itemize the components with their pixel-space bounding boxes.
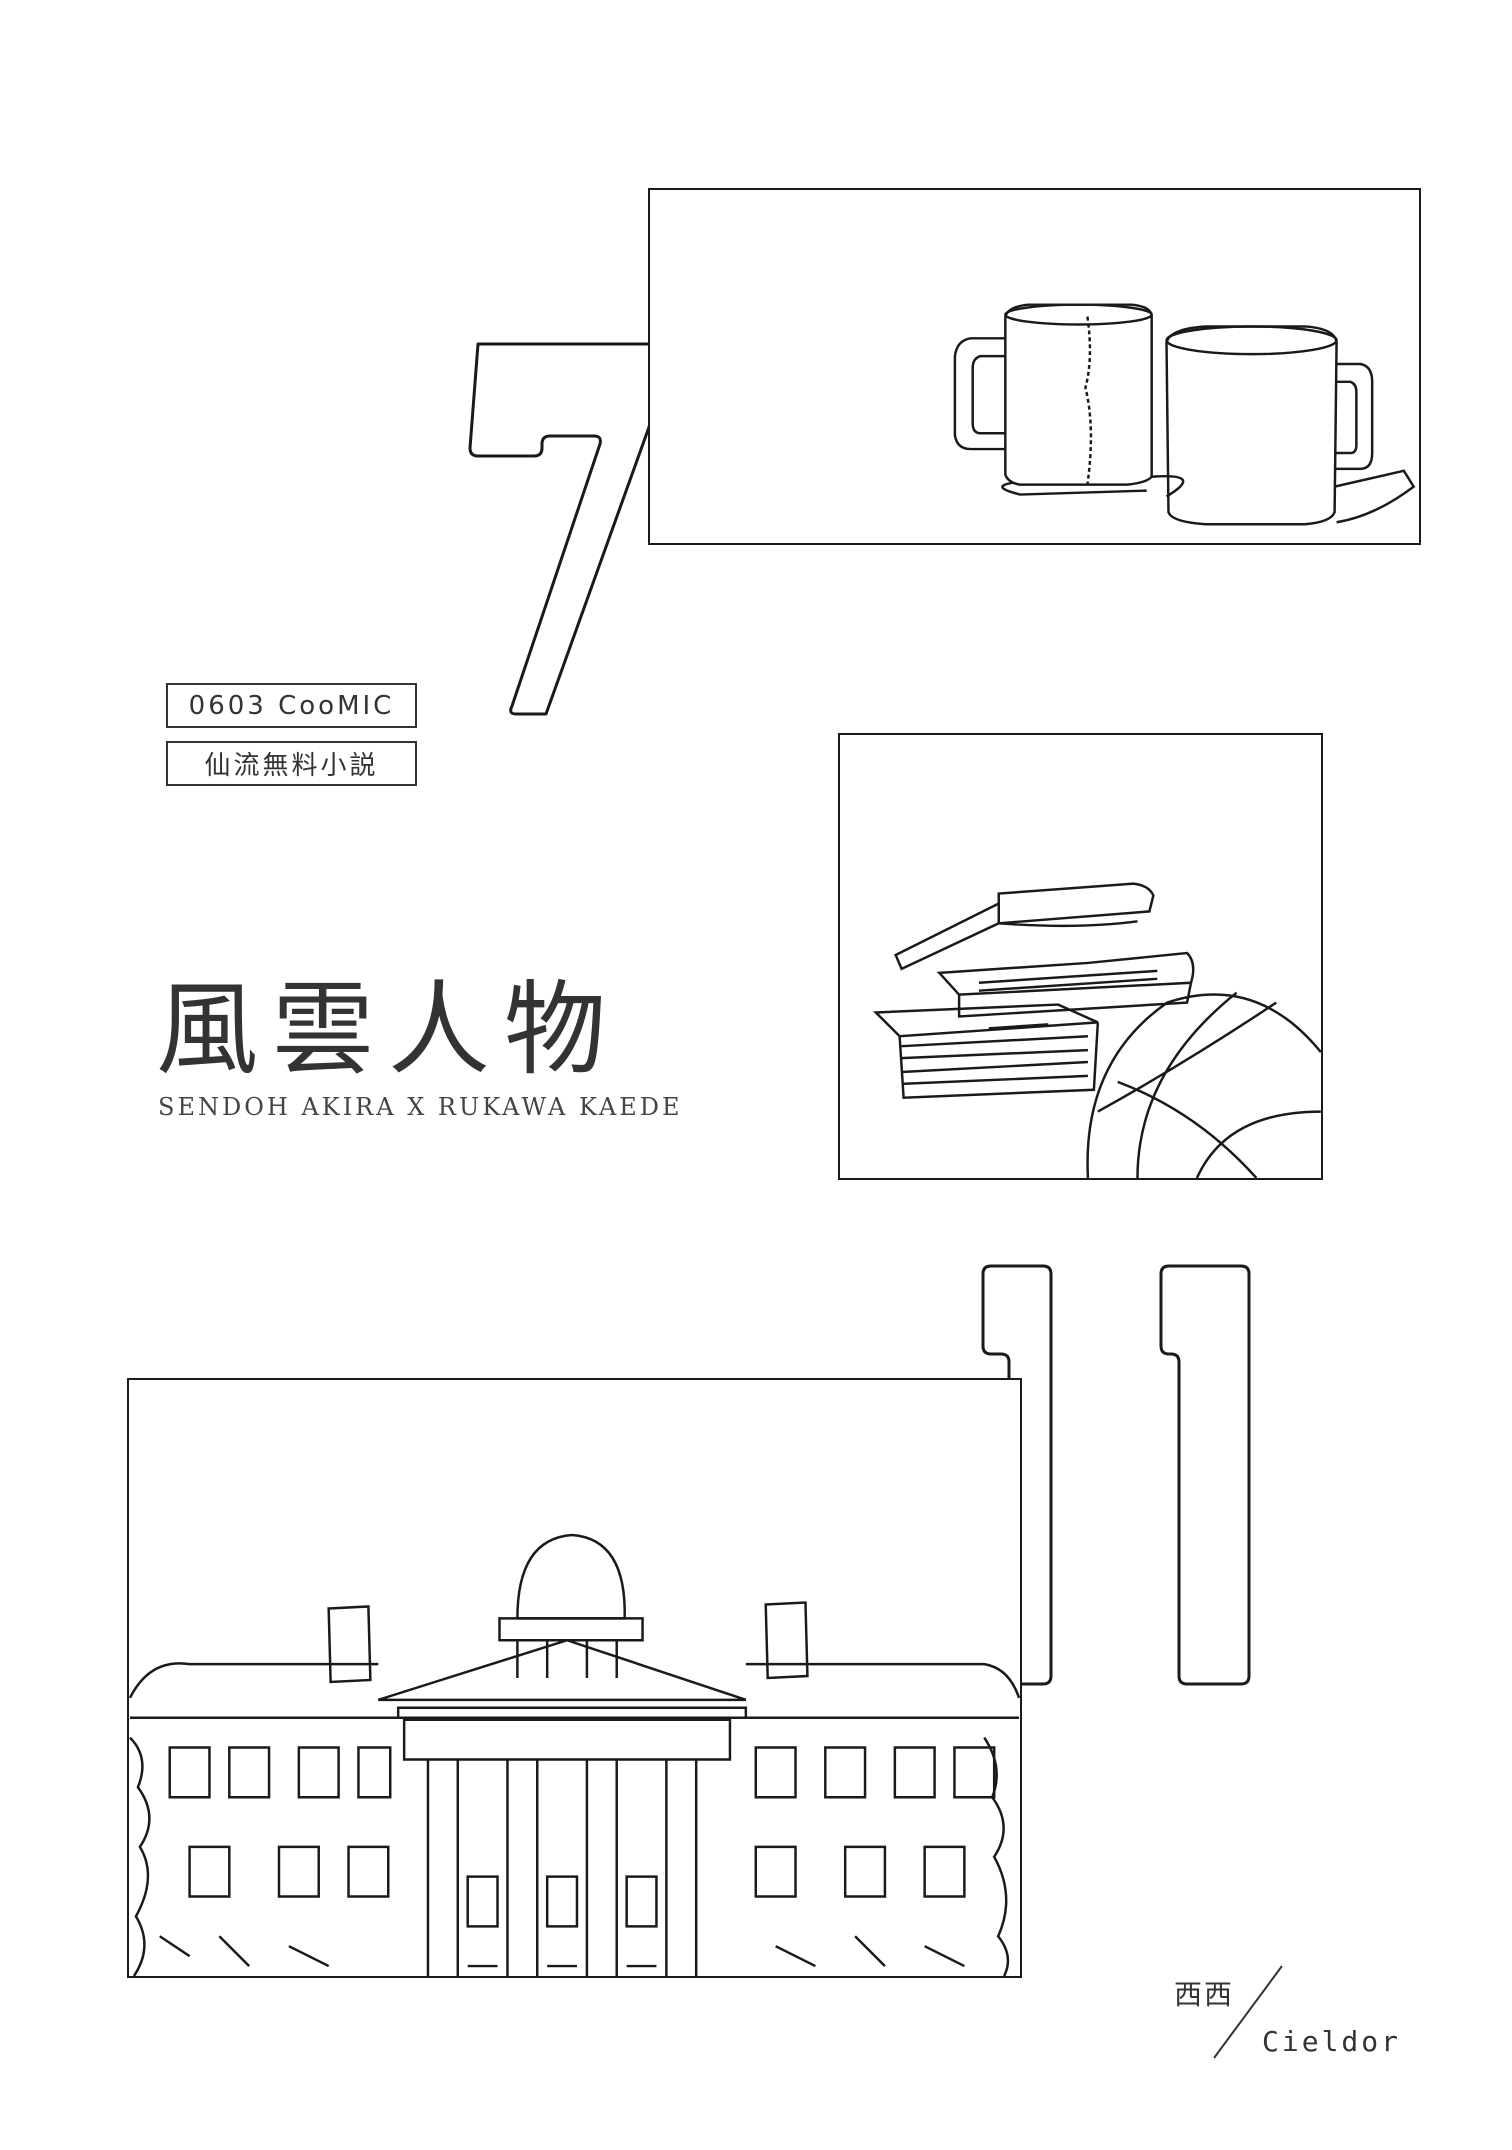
mugs-drawing xyxy=(953,303,1416,526)
category-tag: 仙流無料小説 xyxy=(166,741,417,786)
signature-english: Cieldor xyxy=(1262,2025,1402,2058)
building-illustration xyxy=(127,1378,1022,1978)
numeral-seven xyxy=(468,342,660,716)
page-title: 風雲人物 xyxy=(156,971,620,1090)
books-basketball-illustration xyxy=(838,733,1323,1180)
books-drawing xyxy=(872,882,1321,1178)
building-drawing xyxy=(129,1533,1020,1976)
event-tag: 0603 CooMIC xyxy=(166,683,417,728)
subtitle: SENDOH AKIRA X RUKAWA KAEDE xyxy=(158,1093,683,1121)
mugs-illustration xyxy=(648,188,1421,545)
signature-chinese: 西西 xyxy=(1174,1978,1235,2011)
signature-slash xyxy=(1213,1965,1283,2059)
